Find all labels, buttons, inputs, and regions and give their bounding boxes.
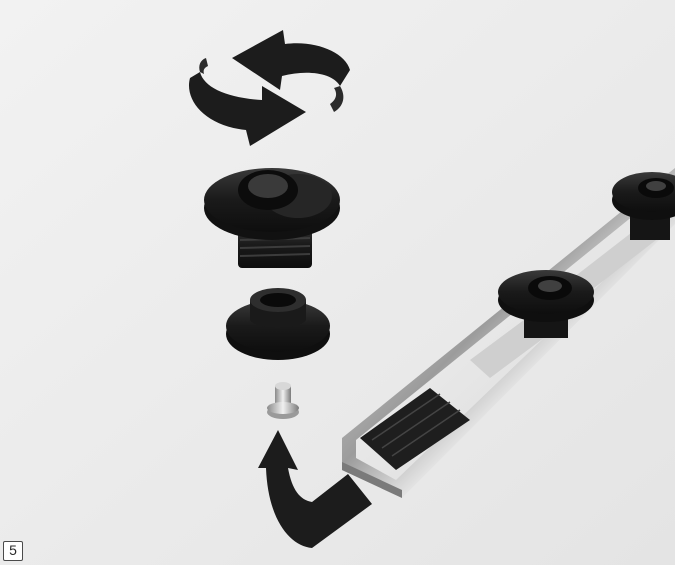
step-number-badge: 5	[3, 541, 23, 561]
